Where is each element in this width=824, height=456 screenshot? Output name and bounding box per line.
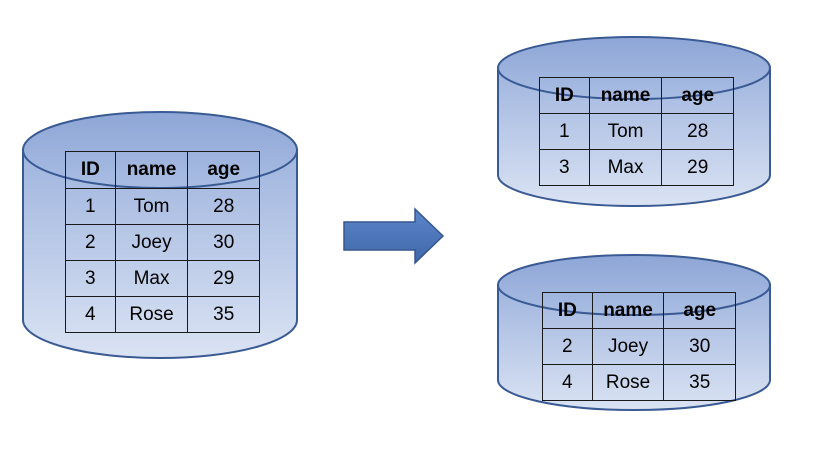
table-row: 1 Tom 28 <box>539 113 734 150</box>
cell-name: Tom <box>588 113 663 150</box>
cell-age: 28 <box>187 188 260 225</box>
cell-id: 2 <box>542 328 593 365</box>
cell-id: 3 <box>539 149 590 186</box>
cell-id: 1 <box>65 188 116 225</box>
right-arrow-icon <box>343 207 445 265</box>
table-row: 4 Rose 35 <box>542 364 736 401</box>
cell-age: 28 <box>661 113 734 150</box>
cell-id: 4 <box>542 364 593 401</box>
table-header-row: ID name age <box>542 292 736 329</box>
column-header-age: age <box>661 77 734 114</box>
cell-age: 30 <box>187 224 260 261</box>
cell-age: 35 <box>663 364 736 401</box>
cell-id: 4 <box>65 296 116 333</box>
shard-b-table: ID name age 2 Joey 30 4 Rose 35 <box>542 292 736 401</box>
cell-name: Joey <box>114 224 189 261</box>
cell-name: Tom <box>114 188 189 225</box>
cell-id: 3 <box>65 260 116 297</box>
table-header-row: ID name age <box>65 151 260 189</box>
table-row: 4 Rose 35 <box>65 296 260 333</box>
column-header-name: name <box>114 151 189 189</box>
cell-name: Rose <box>114 296 189 333</box>
cell-name: Joey <box>591 328 665 365</box>
table-header-row: ID name age <box>539 77 734 114</box>
column-header-id: ID <box>542 292 593 329</box>
column-header-id: ID <box>65 151 116 189</box>
cell-name: Max <box>588 149 663 186</box>
cell-name: Max <box>114 260 189 297</box>
table-row: 3 Max 29 <box>65 260 260 297</box>
source-table: ID name age 1 Tom 28 2 Joey 30 3 Max 29 … <box>65 151 260 333</box>
cell-age: 30 <box>663 328 736 365</box>
table-row: 2 Joey 30 <box>65 224 260 261</box>
table-row: 1 Tom 28 <box>65 188 260 225</box>
column-header-name: name <box>591 292 665 329</box>
column-header-age: age <box>187 151 260 189</box>
cell-id: 2 <box>65 224 116 261</box>
cell-age: 29 <box>187 260 260 297</box>
cell-id: 1 <box>539 113 590 150</box>
column-header-name: name <box>588 77 663 114</box>
shard-a-table: ID name age 1 Tom 28 3 Max 29 <box>539 77 734 186</box>
column-header-id: ID <box>539 77 590 114</box>
column-header-age: age <box>663 292 736 329</box>
cell-age: 29 <box>661 149 734 186</box>
cell-age: 35 <box>187 296 260 333</box>
table-row: 3 Max 29 <box>539 149 734 186</box>
table-row: 2 Joey 30 <box>542 328 736 365</box>
cell-name: Rose <box>591 364 665 401</box>
